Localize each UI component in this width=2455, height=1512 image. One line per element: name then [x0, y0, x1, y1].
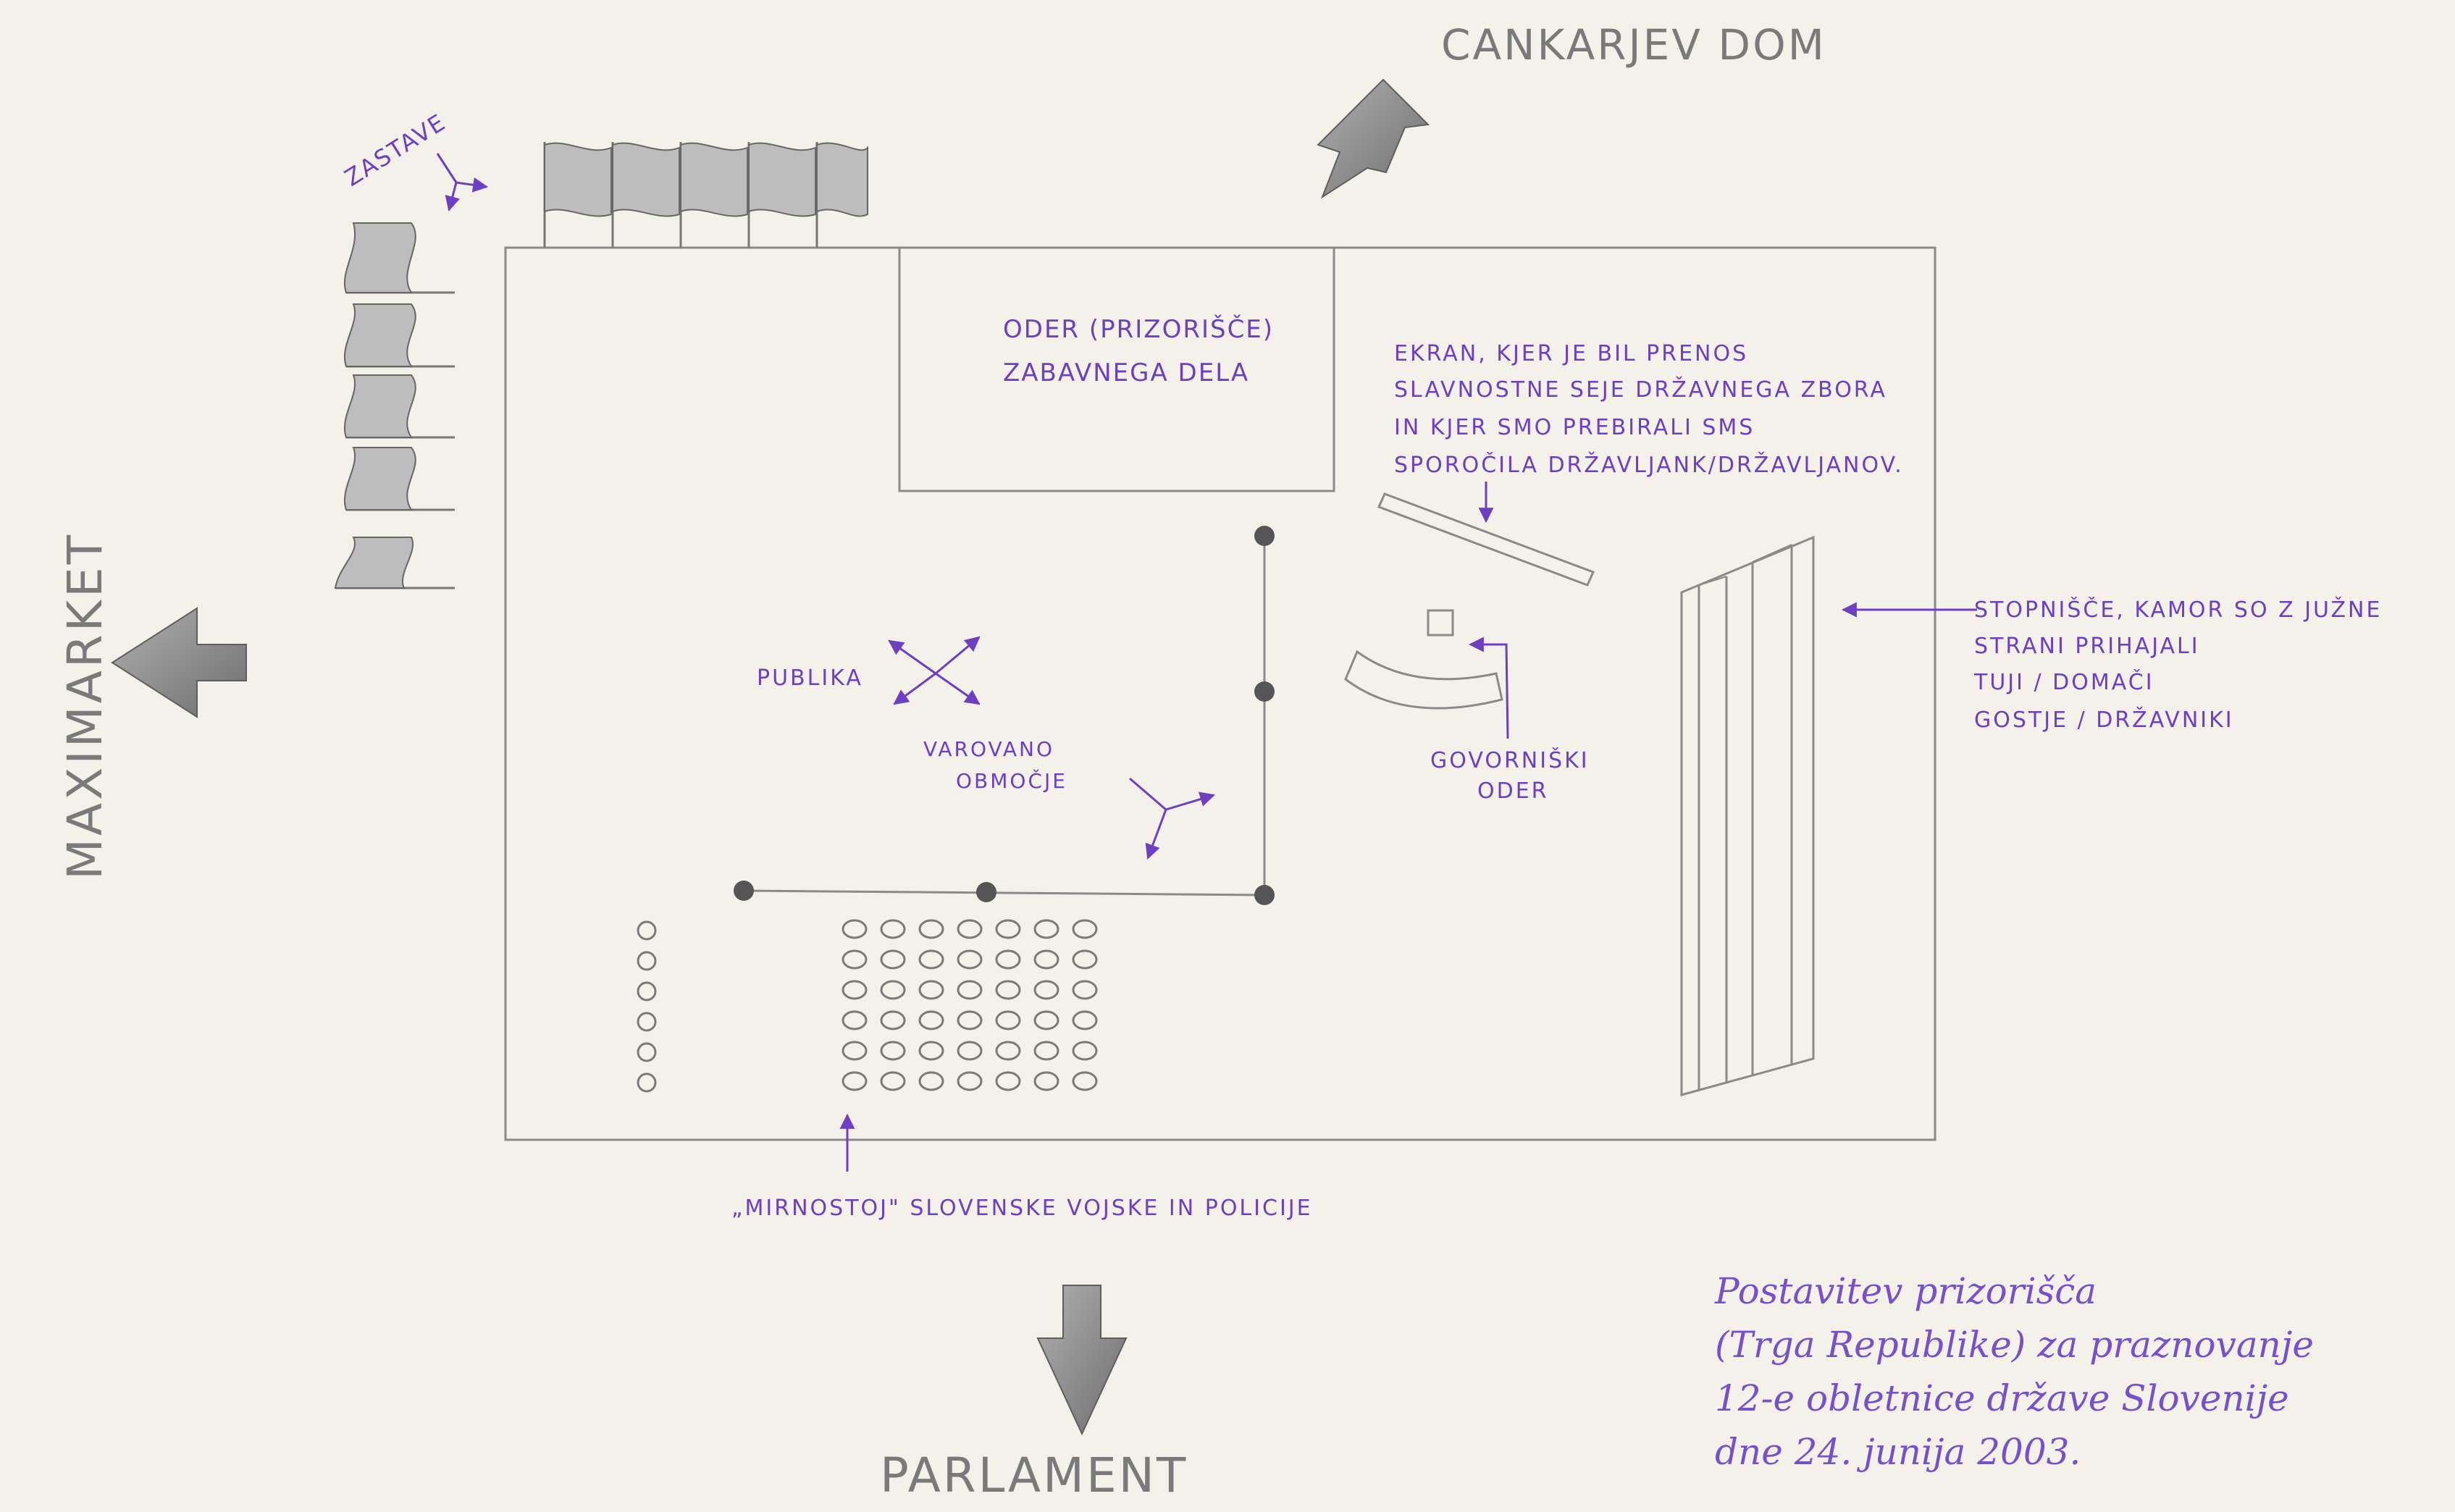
guard-member: [637, 1072, 657, 1093]
protected-area-label-1: VAROVANO: [923, 737, 1054, 761]
protected-area-label-2: OBMOČJE: [956, 768, 1067, 793]
guard-member: [880, 1071, 906, 1091]
guard-member: [995, 949, 1021, 970]
podium-pointer-icon: [1468, 637, 1509, 739]
guard-member: [995, 1071, 1021, 1091]
guard-member: [880, 980, 906, 1000]
caption-line-2: (Trga Republike) za praznovanje: [1715, 1324, 2314, 1366]
guard-member: [957, 1071, 983, 1091]
guard-member: [842, 919, 868, 939]
guard-member: [957, 1041, 983, 1061]
podium-label-1: GOVORNIŠKI: [1430, 747, 1590, 773]
staircase: [1680, 535, 1815, 1096]
flags-left: [334, 222, 455, 589]
guard-member: [1033, 980, 1059, 1000]
stage-label-2: ZABAVNEGA DELA: [1003, 358, 1249, 387]
guard-member: [842, 1041, 868, 1061]
guard-member: [995, 1041, 1021, 1061]
entertainment-stage: [898, 246, 1335, 492]
guard-member: [1033, 1041, 1059, 1061]
guard-member: [842, 949, 868, 970]
guard-member: [1072, 1041, 1098, 1061]
protected-area-pointer-icon: [1129, 777, 1216, 860]
guard-member: [918, 980, 944, 1000]
guard-member: [637, 920, 657, 941]
guard-member: [637, 981, 657, 1001]
stairs-label-3: TUJI / DOMAČI: [1973, 668, 2154, 695]
guard-member: [1033, 1071, 1059, 1091]
speaker-podium: [1344, 609, 1503, 710]
stairs-label-1: STOPNIŠČE, KAMOR SO Z JUŽNE: [1974, 596, 2382, 623]
south-arrow-icon: [1036, 1285, 1128, 1436]
honour-guard-formation: [637, 919, 1098, 1093]
flags-top: [543, 142, 868, 248]
guard-member: [957, 949, 983, 970]
guard-member: [1072, 919, 1098, 939]
screen-label-2: SLAVNOSTNE SEJE DRŽAVNEGA ZBORA: [1394, 377, 1887, 403]
guard-member: [1072, 1010, 1098, 1030]
guard-member: [918, 1010, 944, 1030]
guard-member: [880, 1010, 906, 1030]
flags-label: ZASTAVE: [340, 108, 450, 191]
west-arrow-icon: [111, 607, 247, 718]
caption-line-1: Postavitev prizorišča: [1714, 1270, 2097, 1312]
south-direction-label: PARLAMENT: [880, 1448, 1188, 1503]
guard-member: [995, 1010, 1021, 1030]
north-direction-label: CANKARJEV DOM: [1441, 20, 1826, 70]
guard-member: [957, 980, 983, 1000]
flags-pointer-icon: [436, 153, 489, 212]
screen-label-3: IN KJER SMO PREBIRALI SMS: [1394, 415, 1755, 440]
guard-member: [637, 1042, 657, 1062]
caption-line-3: 12-e obletnice države Slovenije: [1715, 1377, 2289, 1419]
screen-label-4: SPOROČILA DRŽAVLJANK/DRŽAVLJANOV.: [1394, 451, 1904, 478]
audience-pointer-icon: [888, 636, 981, 705]
guard-member: [1072, 1071, 1098, 1091]
screen-label-1: EKRAN, KJER JE BIL PRENOS: [1394, 341, 1748, 366]
guard-label: „MIRNOSTOJ" SLOVENSKE VOJSKE IN POLICIJE: [731, 1196, 1313, 1221]
guard-member: [1072, 949, 1098, 970]
stage-label-1: ODER (PRIZORIŠČE): [1003, 314, 1274, 344]
guard-member: [1033, 919, 1059, 939]
audience-label: PUBLIKA: [757, 665, 863, 691]
guard-member: [1033, 949, 1059, 970]
guard-member: [880, 949, 906, 970]
screen-label: EKRAN, KJER JE BIL PRENOS SLAVNOSTNE SEJ…: [1394, 341, 1904, 478]
guard-member: [918, 919, 944, 939]
guard-member: [842, 1071, 868, 1091]
guard-member: [918, 949, 944, 970]
stairs-label-2: STRANI PRIHAJALI: [1974, 634, 2200, 659]
west-direction-label: MAXIMARKET: [57, 532, 113, 880]
guard-member: [880, 1041, 906, 1061]
protected-area-barrier: [734, 526, 1275, 905]
guard-member: [842, 1010, 868, 1030]
guard-member: [957, 1010, 983, 1030]
guard-member: [842, 980, 868, 1000]
north-arrow-icon: [1317, 78, 1430, 199]
caption-line-4: dne 24. junija 2003.: [1715, 1431, 2081, 1473]
podium-label-2: ODER: [1477, 778, 1549, 804]
guard-member: [880, 919, 906, 939]
guard-member: [957, 919, 983, 939]
guard-member: [1072, 980, 1098, 1000]
stairs-label-4: GOSTJE / DRŽAVNIKI: [1974, 707, 2234, 733]
guard-member: [637, 1012, 657, 1032]
caption-block: Postavitev prizorišča (Trga Republike) z…: [1714, 1270, 2314, 1473]
guard-member: [1033, 1010, 1059, 1030]
guard-member: [918, 1041, 944, 1061]
guard-member: [995, 919, 1021, 939]
guard-member: [918, 1071, 944, 1091]
guard-member: [637, 951, 657, 971]
guard-member: [995, 980, 1021, 1000]
screen: [1377, 492, 1595, 587]
